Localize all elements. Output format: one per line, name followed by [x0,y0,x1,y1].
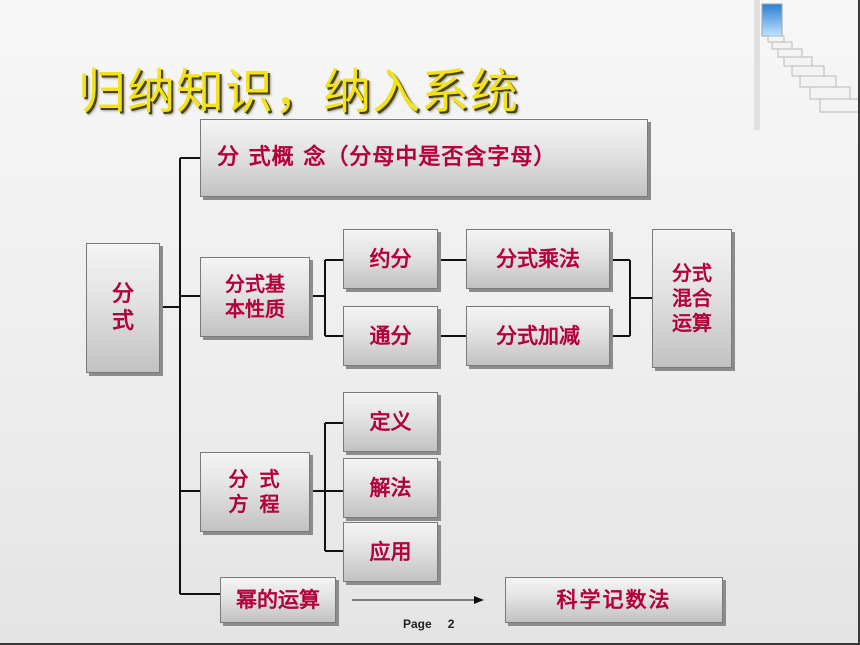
staircase-icon [754,0,860,130]
node-common-denominator: 通分 [343,306,438,366]
node-definition: 定义 [343,392,438,452]
node-fraction-equation: 分 式 方 程 [200,452,310,532]
page-label: Page [403,617,432,631]
node-reduce: 约分 [343,229,438,289]
node-mixed-operations: 分式 混合 运算 [652,229,732,368]
node-fraction-multiplication: 分式乘法 [466,229,610,289]
node-fractions: 分 式 [86,243,160,373]
page-number: 2 [447,617,455,631]
node-solution-method: 解法 [343,458,438,518]
node-power-operations: 幂的运算 [220,577,336,623]
node-basic-property: 分式基 本性质 [200,257,310,337]
node-fraction-concept: 分 式概 念（分母中是否含字母） [200,119,648,197]
page-footer: Page 2 [403,617,454,631]
slide-title: 归纳知识，纳入系统 [78,64,520,120]
node-scientific-notation: 科学记数法 [505,577,723,623]
node-fraction-addition-subtraction: 分式加减 [466,306,610,366]
node-application: 应用 [343,522,438,582]
